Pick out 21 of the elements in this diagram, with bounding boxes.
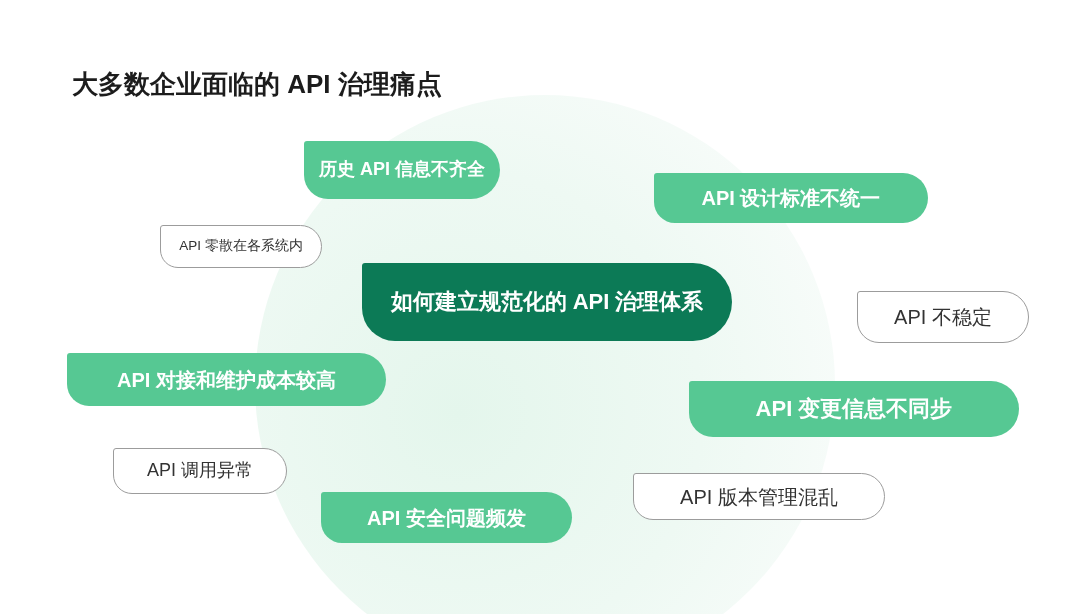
tag-text: API 零散在各系统内 xyxy=(179,238,303,255)
tag-text: API 版本管理混乱 xyxy=(680,484,838,509)
outlined-tag xyxy=(113,448,287,494)
central-question-tag xyxy=(362,263,732,341)
outlined-tag xyxy=(857,291,1029,343)
pain-point-tag xyxy=(321,492,572,543)
title: 大多数企业面临的 API 治理痛点 xyxy=(72,68,442,101)
pain-point-tag xyxy=(689,381,1019,437)
question-text: 如何建立规范化的 API 治理体系 xyxy=(390,288,704,316)
tag-text: 历史 API 信息不齐全 xyxy=(319,159,485,181)
pain-point-tag xyxy=(67,353,386,406)
tag-text: API 不稳定 xyxy=(894,305,992,329)
tag-text: API 调用异常 xyxy=(147,460,253,482)
outlined-tag xyxy=(633,473,885,520)
pain-point-tag xyxy=(304,141,500,199)
pain-point-tag xyxy=(654,173,928,223)
outlined-tag xyxy=(160,225,322,268)
tag-text: API 安全问题频发 xyxy=(367,505,526,530)
tag-text: API 对接和维护成本较高 xyxy=(117,367,336,392)
tag-text: API 变更信息不同步 xyxy=(755,395,953,423)
tag-text: API 设计标准不统一 xyxy=(701,186,881,210)
